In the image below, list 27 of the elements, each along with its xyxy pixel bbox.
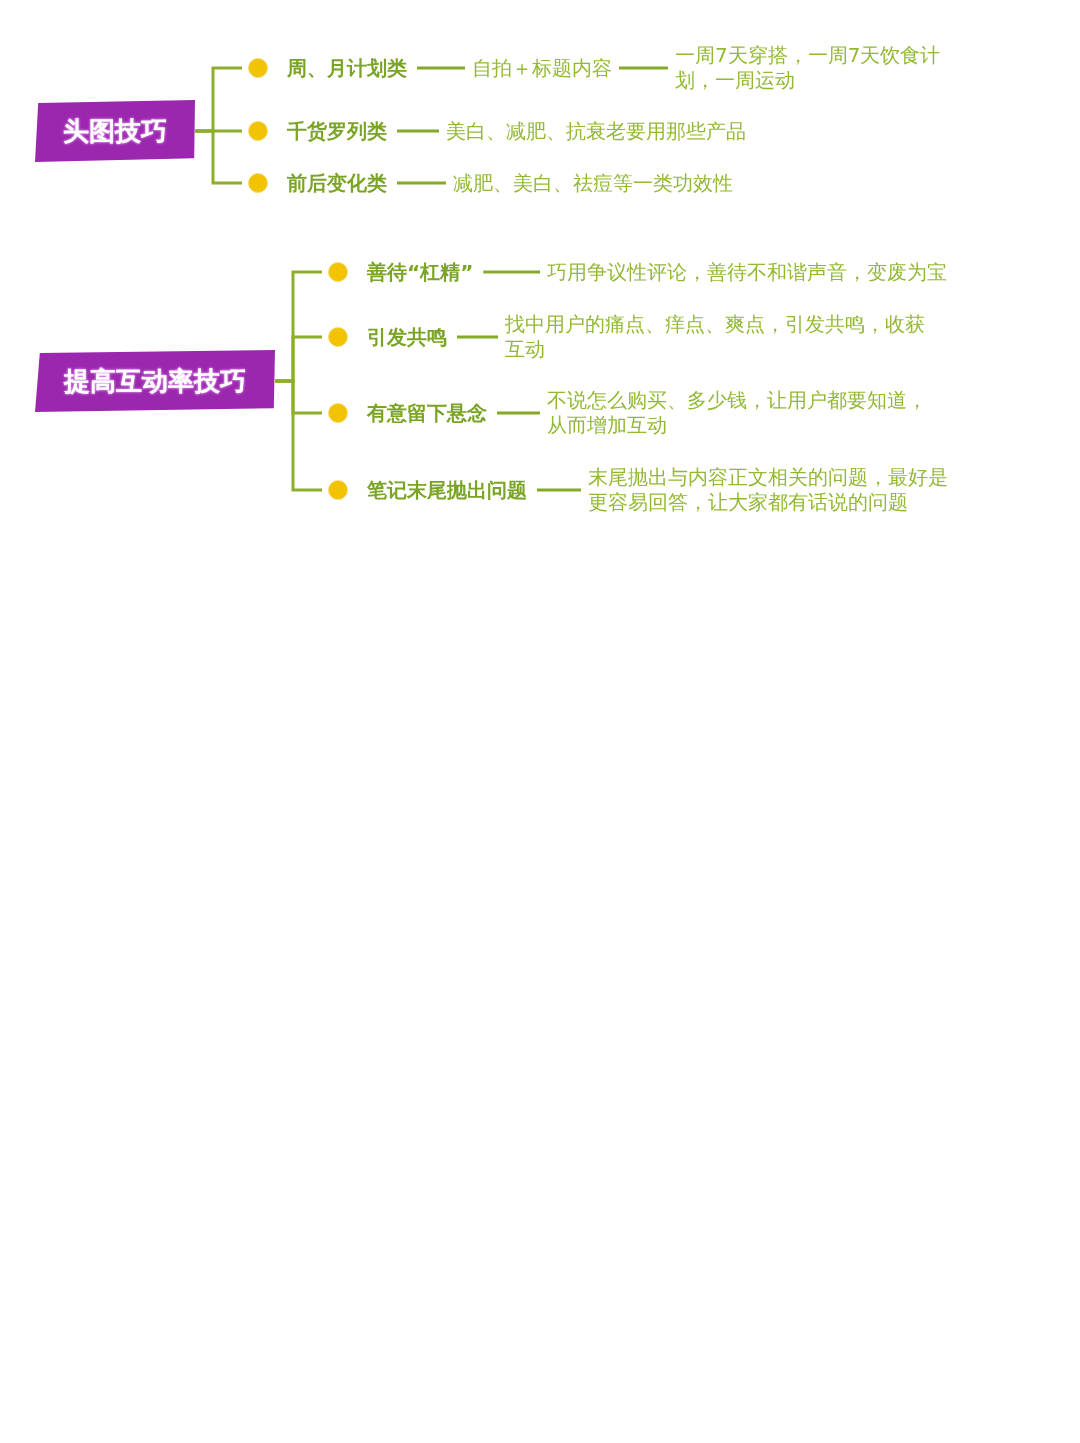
topic-box: 头图技巧 (35, 100, 195, 162)
topic-box: 提高互动率技巧 (35, 350, 275, 412)
branch-label: 前后变化类 (287, 170, 387, 196)
description-text: 减肥、美白、祛痘等一类功效性 (446, 170, 740, 196)
connector-line (497, 411, 540, 415)
description-text: 不说怎么购买、多少钱，让用户都要知道，从而增加互动 (540, 388, 945, 438)
connector-line (397, 181, 446, 185)
description-text: 找中用户的痛点、痒点、爽点，引发共鸣，收获互动 (498, 312, 938, 362)
branch-label: 有意留下悬念 (367, 400, 487, 426)
branch-line (275, 379, 322, 492)
connector-line (397, 129, 439, 133)
connector-line (483, 270, 540, 274)
branch-line (195, 129, 242, 185)
branch-label: 笔记末尾抛出问题 (367, 477, 527, 503)
branch-label: 周、月计划类 (287, 55, 407, 81)
branch-label: 千货罗列类 (287, 118, 387, 144)
connector-line (619, 66, 668, 70)
description-text: 末尾抛出与内容正文相关的问题，最好是更容易回答，让大家都有话说的问题 (581, 465, 967, 515)
branch-label: 善待“杠精” (367, 259, 474, 285)
branch-label: 引发共鸣 (367, 324, 447, 350)
connector-line (537, 488, 581, 492)
description-text: 美白、减肥、抗衰老要用那些产品 (439, 118, 753, 144)
description-text: 自拍＋标题内容 (465, 55, 619, 81)
connector-line (417, 66, 465, 70)
description-text: 一周7天穿搭，一周7天饮食计划，一周运动 (668, 43, 952, 93)
connector-line (457, 335, 498, 339)
description-text: 巧用争议性评论，善待不和谐声音，变废为宝 (540, 259, 976, 285)
